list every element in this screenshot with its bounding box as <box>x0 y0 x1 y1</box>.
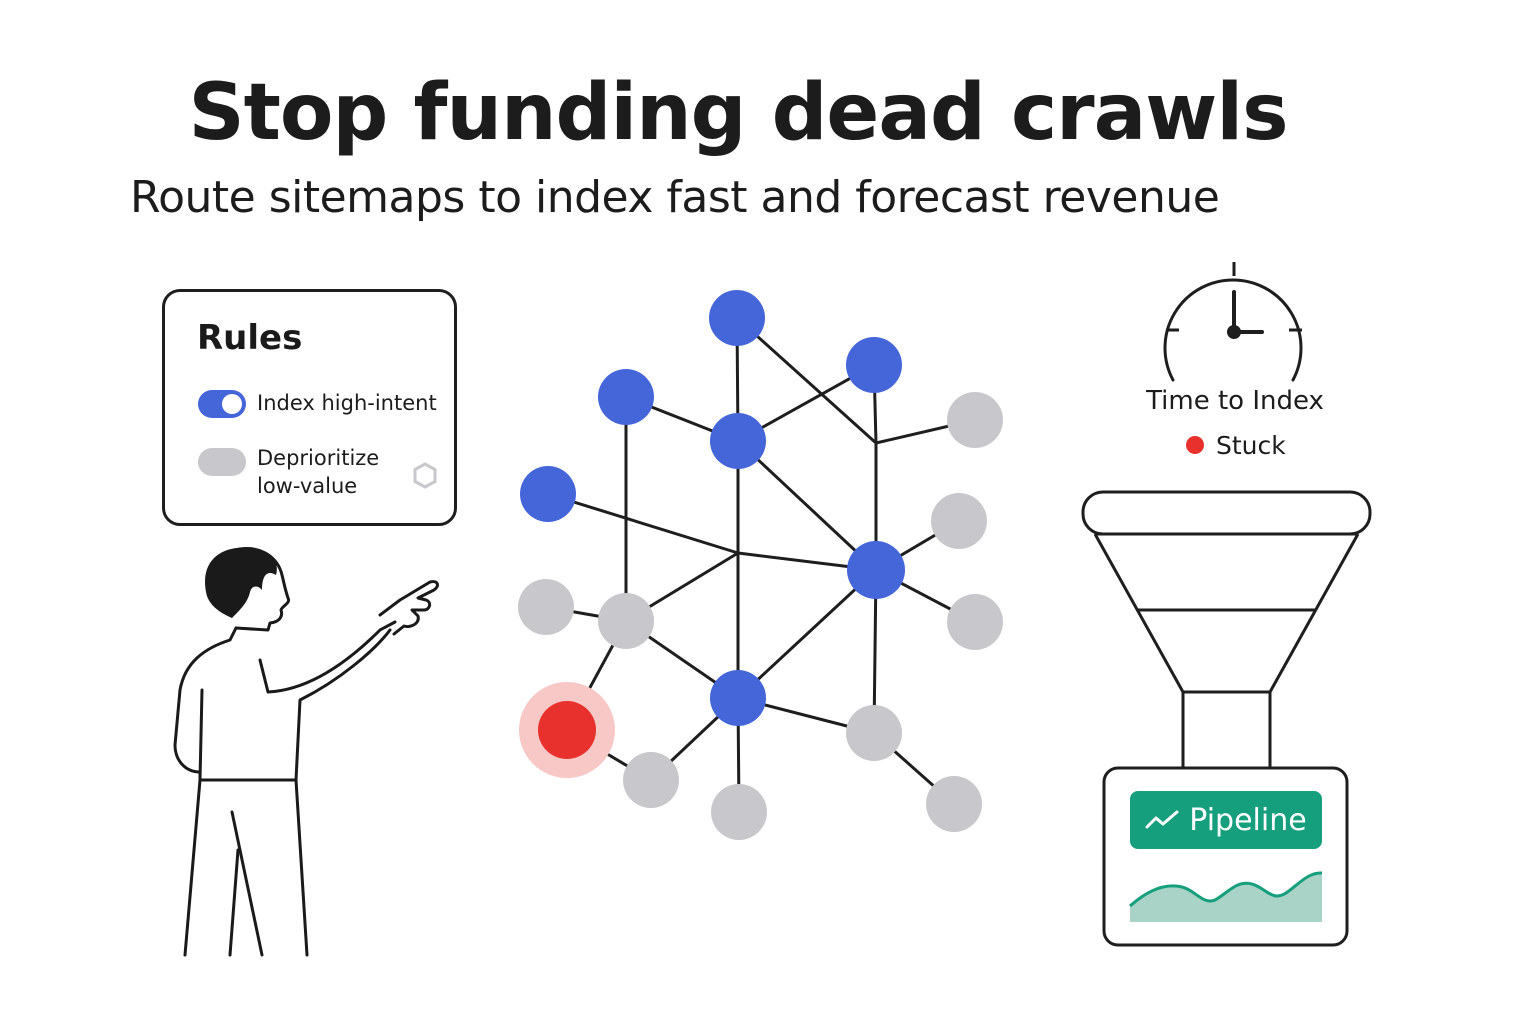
pending-node[interactable] <box>711 784 767 840</box>
clock-icon <box>1163 262 1303 382</box>
pipeline-label: Pipeline <box>1189 802 1307 838</box>
time-to-index-label: Time to Index <box>1146 386 1324 416</box>
indexed-node[interactable] <box>847 541 905 599</box>
rules-card: Rules Index high-intent Deprioritize low… <box>162 289 457 526</box>
rule-label-deprioritize-low-value: Deprioritize low-value <box>257 446 380 498</box>
stuck-node[interactable] <box>538 701 596 759</box>
trend-up-icon <box>1145 810 1179 829</box>
indexed-node[interactable] <box>710 413 766 469</box>
rules-title: Rules <box>197 318 303 358</box>
stuck-dot <box>1186 436 1204 454</box>
shield-icon <box>413 462 437 489</box>
pending-node[interactable] <box>518 579 574 635</box>
pending-node[interactable] <box>947 392 1003 448</box>
page-subtitle: Route sitemaps to index fast and forecas… <box>130 172 1220 223</box>
toggle-knob <box>222 394 242 414</box>
pending-node[interactable] <box>598 593 654 649</box>
deprioritize-low-value-toggle[interactable] <box>198 448 246 476</box>
indexed-node[interactable] <box>598 369 654 425</box>
indexed-node[interactable] <box>710 670 766 726</box>
pending-node[interactable] <box>947 594 1003 650</box>
indexed-node[interactable] <box>846 337 902 393</box>
pending-node[interactable] <box>623 752 679 808</box>
funnel-icon <box>1081 490 1372 768</box>
pending-node[interactable] <box>926 776 982 832</box>
indexed-node[interactable] <box>709 290 765 346</box>
pipeline-line <box>1129 871 1323 908</box>
rule-label-index-high-intent: Index high-intent <box>257 391 437 415</box>
pending-node[interactable] <box>931 493 987 549</box>
pipeline-area <box>1130 872 1322 922</box>
pipeline-badge[interactable]: Pipeline <box>1130 791 1322 849</box>
hair <box>205 547 277 618</box>
stuck-label: Stuck <box>1216 430 1286 460</box>
stuck-status: Stuck <box>1186 429 1286 461</box>
pending-node[interactable] <box>846 705 902 761</box>
page-title: Stop funding dead crawls <box>188 68 1288 158</box>
index-high-intent-toggle[interactable] <box>198 390 246 418</box>
indexed-node[interactable] <box>520 466 576 522</box>
